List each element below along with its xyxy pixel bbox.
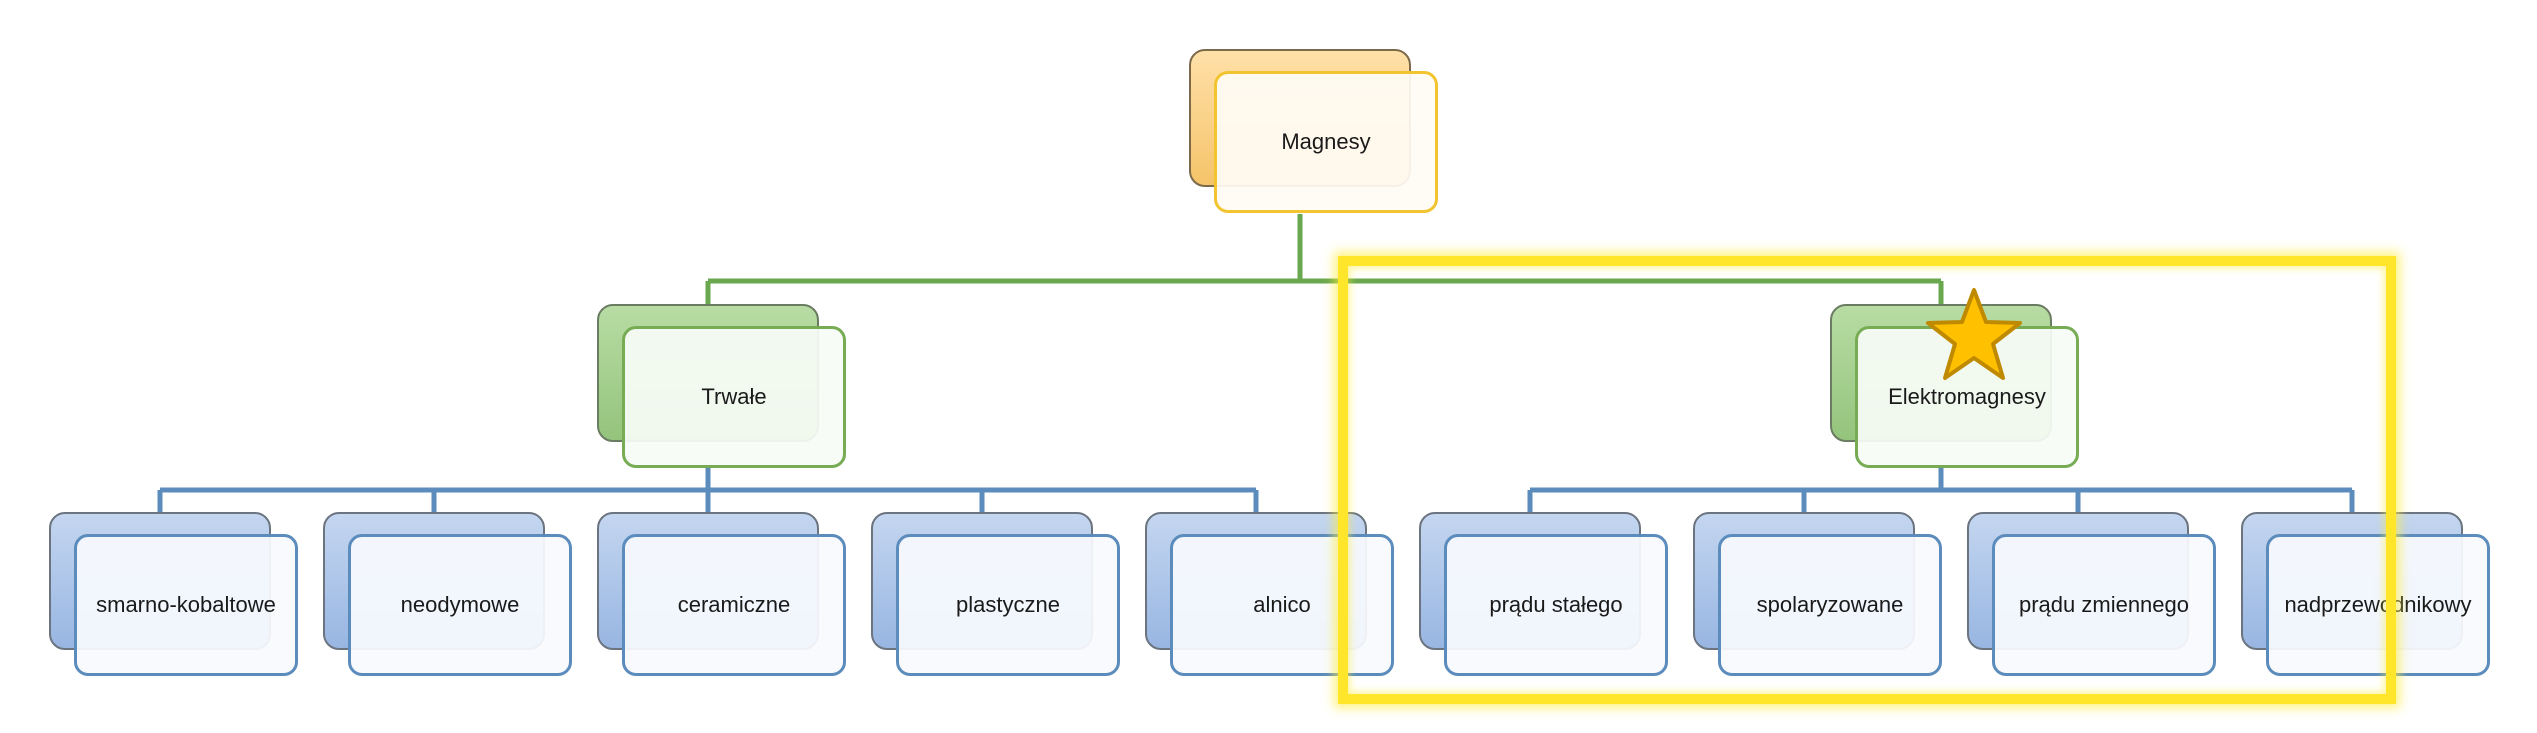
leaf-node-card: nadprzewodnikowy (2266, 534, 2490, 676)
leaf-node-plastyczne[interactable]: plastyczne (871, 512, 1127, 677)
leaf-node-card: alnico (1170, 534, 1394, 676)
leaf-node-nadprzewodnikowy[interactable]: nadprzewodnikowy (2241, 512, 2497, 677)
root-connectors (705, 214, 1944, 305)
branch-node-trwale[interactable]: Trwałe (597, 304, 853, 469)
leaf-node-card: spolaryzowane (1718, 534, 1942, 676)
leaf-node-pradu-stalego[interactable]: prądu stałego (1419, 512, 1675, 677)
leaf-node-neodymowe[interactable]: neodymowe (323, 512, 579, 677)
branch-node-label: Elektromagnesy (1888, 384, 2046, 409)
leaf-node-alnico[interactable]: alnico (1145, 512, 1401, 677)
leaf-node-card: ceramiczne (622, 534, 846, 676)
child-connectors (157, 467, 2355, 513)
leaf-node-card: prądu stałego (1444, 534, 1668, 676)
leaf-node-card: smarno-kobaltowe (74, 534, 298, 676)
root-node[interactable]: Magnesy (1189, 49, 1445, 214)
leaf-node-label: prądu zmiennego (2018, 592, 2189, 617)
leaf-node-pradu-zmiennego[interactable]: prądu zmiennego (1967, 512, 2223, 677)
leaf-node-ceramiczne[interactable]: ceramiczne (597, 512, 853, 677)
leaf-node-card: prądu zmiennego (1992, 534, 2216, 676)
leaf-node-label: alnico (1253, 592, 1311, 617)
leaf-node-label: ceramiczne (677, 592, 791, 617)
leaf-node-label: smarno-kobaltowe (96, 592, 276, 617)
leaf-node-label: spolaryzowane (1756, 592, 1904, 617)
branch-node-label: Trwałe (701, 384, 767, 409)
leaf-node-smarno-kobaltowe[interactable]: smarno-kobaltowe (49, 512, 305, 677)
leaf-node-label: plastyczne (956, 592, 1060, 617)
leaf-node-card: neodymowe (348, 534, 572, 676)
leaf-node-label: neodymowe (400, 592, 520, 617)
leaf-node-spolaryzowane[interactable]: spolaryzowane (1693, 512, 1949, 677)
root-node-label: Magnesy (1281, 129, 1371, 154)
branch-node-card: Trwałe (622, 326, 846, 468)
root-node-card: Magnesy (1214, 71, 1438, 213)
leaf-node-label: prądu stałego (1489, 592, 1623, 617)
leaf-node-card: plastyczne (896, 534, 1120, 676)
leaf-node-label: nadprzewodnikowy (2284, 592, 2472, 617)
star-icon (1926, 288, 2022, 380)
